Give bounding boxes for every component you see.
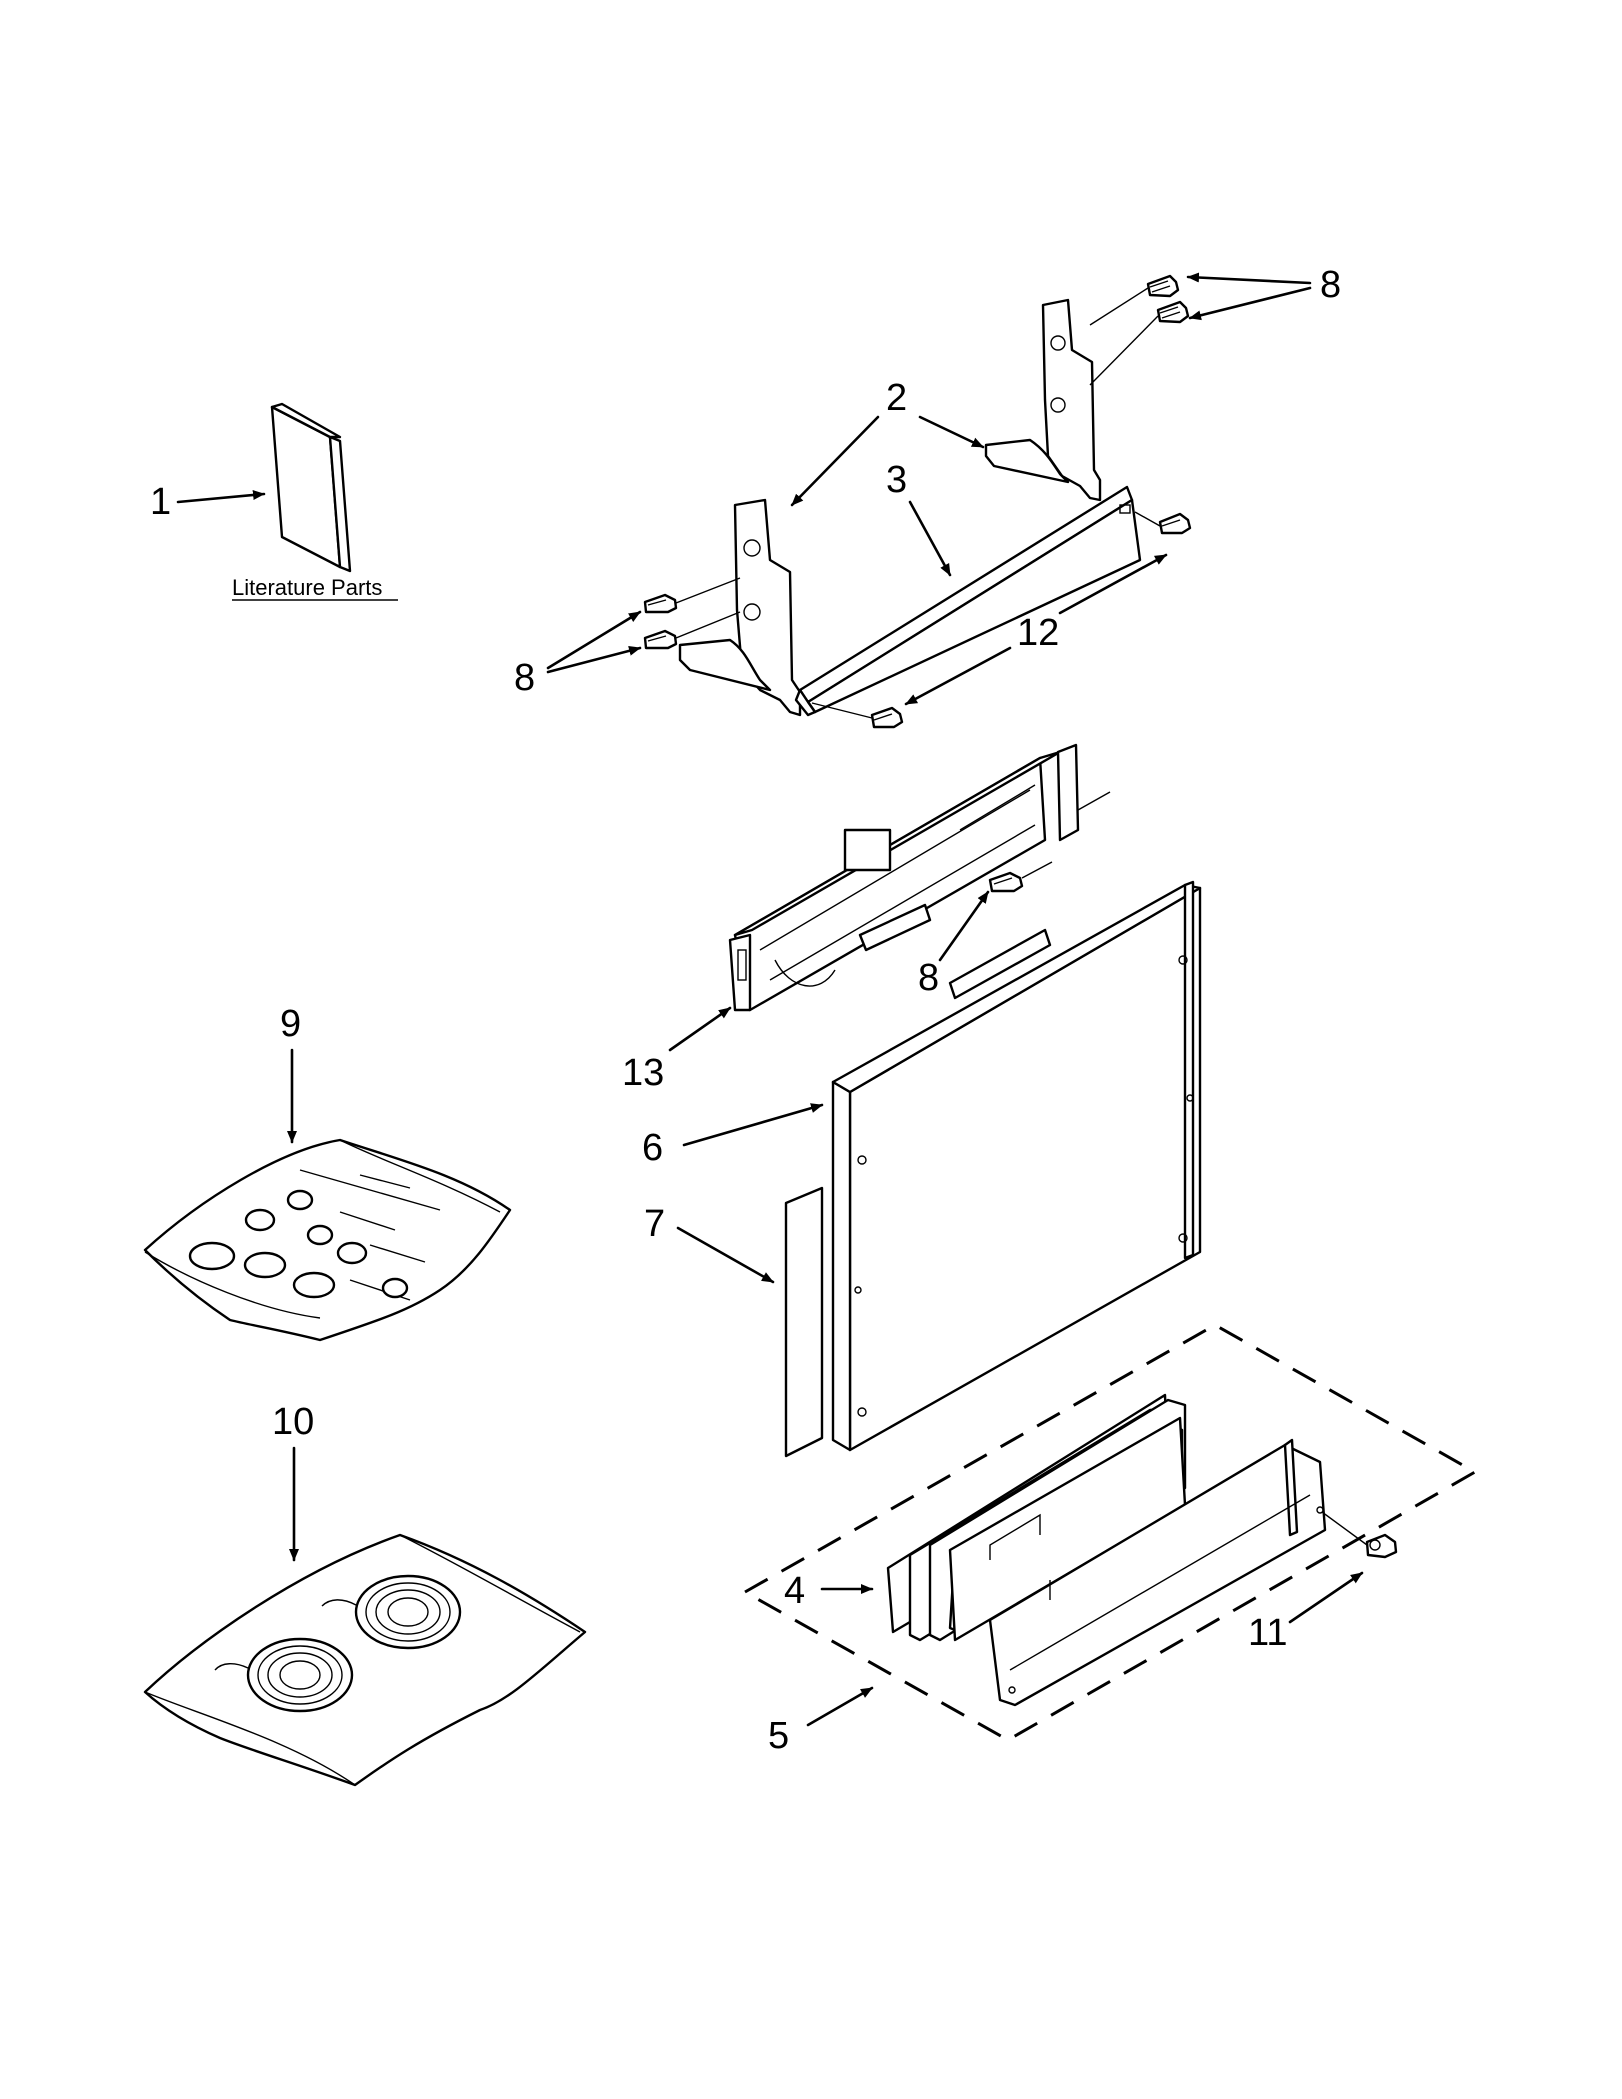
callout-8-left: 8 — [514, 657, 535, 699]
callout-5: 5 — [768, 1715, 789, 1757]
leader-8-top-a — [1188, 277, 1310, 283]
callout-13: 13 — [622, 1052, 664, 1094]
callout-11: 11 — [1248, 1612, 1287, 1654]
callout-2: 2 — [886, 377, 907, 419]
leader-7 — [678, 1228, 773, 1282]
leader-8-latch — [940, 892, 988, 960]
literature-parts-label: Literature Parts — [232, 575, 382, 600]
leader-2-left — [792, 417, 878, 505]
screw-left-2 — [645, 631, 676, 648]
leader-5 — [808, 1688, 872, 1725]
screw-rail-left — [872, 708, 902, 727]
screw-left-2-axis — [676, 612, 740, 638]
literature-booklet — [272, 404, 350, 571]
screw-top-1 — [1148, 276, 1178, 296]
right-mounting-bracket — [986, 300, 1100, 500]
inner-door-panel — [833, 882, 1200, 1450]
latch-axis — [1078, 792, 1110, 810]
callout-8-top: 8 — [1320, 264, 1341, 306]
door-insulation — [786, 1188, 822, 1456]
leader-8-top-b — [1190, 288, 1310, 318]
callout-7: 7 — [644, 1203, 665, 1245]
callout-8-latch: 8 — [918, 957, 939, 999]
screw-top-2-axis — [1090, 316, 1158, 385]
pads-bag — [145, 1535, 585, 1785]
callout-10: 10 — [272, 1401, 314, 1443]
screw-latch — [990, 873, 1022, 891]
leader-3 — [910, 502, 950, 575]
screw-11 — [1367, 1535, 1396, 1557]
screw-top-1-axis — [1090, 288, 1148, 325]
cross-rail — [796, 487, 1140, 715]
callout-4: 4 — [784, 1570, 805, 1612]
callout-6: 6 — [642, 1127, 663, 1169]
callout-3: 3 — [886, 459, 907, 501]
screw-latch-axis — [1022, 862, 1052, 878]
leader-13 — [670, 1008, 730, 1050]
screw-top-2 — [1158, 302, 1188, 322]
left-mounting-bracket — [680, 500, 800, 715]
screw-rail-right-axis — [1135, 512, 1160, 526]
screw-left-1-axis — [676, 578, 740, 603]
leader-6 — [684, 1105, 822, 1145]
leader-1 — [178, 494, 264, 502]
screw-left-1 — [645, 595, 676, 612]
screw-rail-right — [1160, 514, 1190, 533]
leader-11 — [1290, 1573, 1362, 1622]
hardware-bag — [145, 1140, 510, 1340]
callout-12: 12 — [1017, 612, 1059, 654]
leader-2-right — [920, 417, 983, 447]
callout-1: 1 — [150, 481, 171, 523]
screw-11-axis — [1322, 1512, 1367, 1545]
callout-9: 9 — [280, 1003, 301, 1045]
